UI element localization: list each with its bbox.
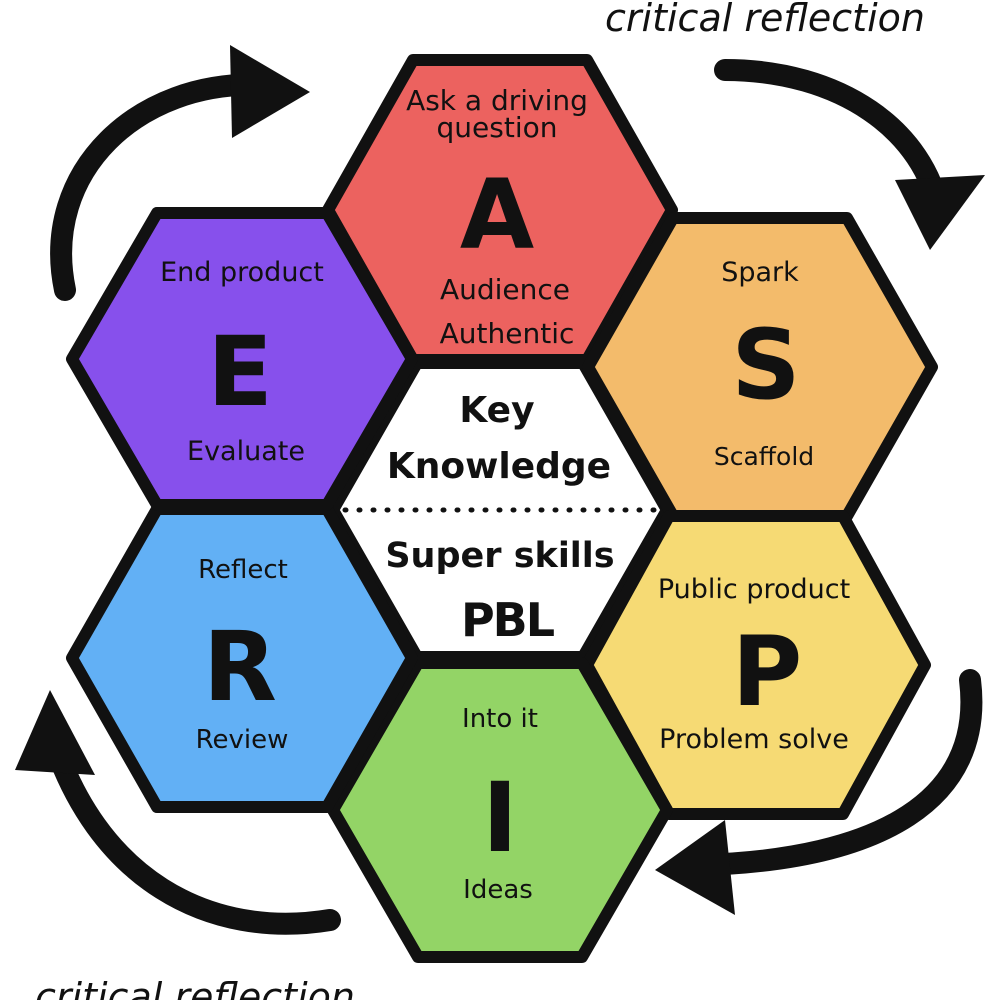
- arrow-bottom-left: [39, 719, 341, 935]
- hex-p-top: Public product: [658, 574, 850, 605]
- hex-r-top: Reflect: [198, 555, 288, 585]
- center-knowledge: Knowledge: [387, 446, 611, 487]
- hex-i-content: Into it I Ideas: [462, 704, 538, 905]
- arrowhead-top-left: [230, 45, 310, 138]
- hex-s-content: Spark S Scaffold: [714, 257, 814, 471]
- hex-e-bottom: Evaluate: [187, 436, 305, 467]
- arrowhead-top-right: [895, 175, 985, 250]
- arrowhead-bottom-right: [655, 820, 735, 915]
- hex-p-bottom: Problem solve: [659, 724, 849, 755]
- hex-r-bottom: Review: [196, 725, 289, 755]
- hex-s-bottom: Scaffold: [714, 442, 814, 471]
- hex-p-content: Public product P Problem solve: [658, 574, 850, 755]
- hex-e: [66, 207, 418, 511]
- hexagon-shapes: [66, 54, 938, 963]
- hex-a-top-line-2: question: [437, 111, 558, 144]
- center-key: Key: [459, 390, 534, 431]
- arrow-top-left: [50, 73, 271, 301]
- arrow-heads: [15, 45, 985, 915]
- hex-e-content: End product E Evaluate: [160, 257, 324, 467]
- caption-bottom-left: critical reflection: [35, 975, 355, 1000]
- hex-a-bottom-line-2: Authentic: [440, 317, 575, 350]
- hex-r-letter: R: [203, 611, 277, 723]
- hex-r-content: Reflect R Review: [196, 555, 289, 755]
- hex-i: [327, 657, 673, 963]
- hex-a-bottom-line-1: Audience: [440, 273, 570, 306]
- hex-s-top: Spark: [721, 257, 799, 288]
- hex-e-top: End product: [160, 257, 324, 288]
- pbl-logo: PBL: [461, 593, 555, 647]
- hex-i-bottom: Ideas: [463, 875, 533, 905]
- hex-i-top: Into it: [462, 704, 538, 734]
- hex-a-letter: A: [460, 159, 534, 271]
- hex-p-letter: P: [732, 616, 802, 728]
- hex-e-letter: E: [207, 316, 273, 428]
- hex-a-top-line-1: Ask a driving: [406, 84, 588, 117]
- hex-center-content: Key Knowledge Super skills PBL: [385, 390, 614, 647]
- hex-a-content: Ask a driving question A Audience Authen…: [406, 84, 588, 350]
- hex-i-letter: I: [482, 762, 518, 874]
- caption-top-right: critical reflection: [605, 0, 925, 40]
- arrowhead-bottom-left: [15, 690, 95, 775]
- hex-s-letter: S: [731, 309, 800, 421]
- center-super-skills: Super skills: [385, 536, 614, 576]
- arrow-bottom-right: [689, 669, 983, 876]
